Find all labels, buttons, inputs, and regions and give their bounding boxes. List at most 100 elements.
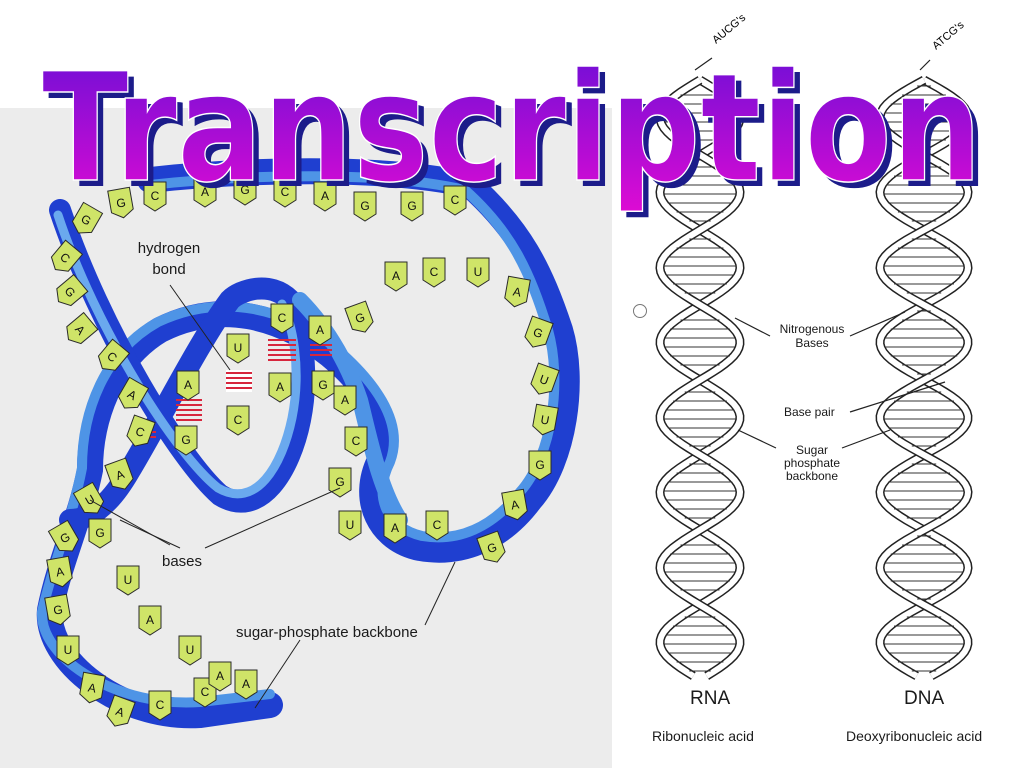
base-letter: G: [353, 310, 367, 326]
base-tag: A: [234, 669, 258, 700]
base-shape: [178, 635, 202, 666]
bases-label: bases: [162, 553, 203, 570]
base-shape: [234, 669, 258, 700]
base-letter: A: [510, 497, 520, 512]
base-shape: [344, 426, 368, 457]
base-tag: G: [311, 370, 335, 401]
base-tag: A: [333, 385, 357, 416]
title-group: Transcription Transcription: [41, 41, 988, 222]
base-letter: G: [52, 602, 64, 617]
rna-full-label: Ribonucleic acid: [652, 728, 754, 744]
hydrogen-label-line1: hydrogen: [137, 240, 201, 257]
base-shape: [107, 186, 134, 219]
base-letter: A: [146, 613, 154, 627]
base-shape: [333, 385, 357, 416]
base-tag: U: [532, 403, 559, 436]
base-tag: U: [530, 362, 560, 395]
base-shape: [425, 510, 449, 541]
base-tag: C: [143, 181, 167, 212]
base-shape: [117, 376, 150, 409]
base-letter: C: [281, 185, 290, 199]
base-letter: U: [540, 412, 551, 427]
base-tag: A: [504, 275, 531, 308]
base-shape: [50, 239, 84, 272]
base-letter: C: [156, 698, 165, 712]
base-tag: G: [400, 191, 424, 222]
base-shape: [270, 303, 294, 334]
base-shape: [208, 661, 232, 692]
base-letter: A: [391, 521, 399, 535]
nitrogenous-line2: Bases: [795, 336, 829, 350]
base-shape: [400, 191, 424, 222]
base-letter: G: [360, 199, 369, 213]
base-shape: [88, 518, 112, 549]
base-shape: [148, 690, 172, 721]
base-tag: U: [116, 565, 140, 596]
base-letter: A: [321, 189, 329, 203]
dna-label: DNA: [904, 688, 945, 709]
base-letter: A: [512, 284, 522, 299]
backbone-label: sugar-phosphate backbone: [236, 624, 418, 641]
base-letter: U: [186, 643, 195, 657]
base-letter: A: [392, 269, 400, 283]
base-shape: [71, 201, 104, 234]
base-tag: C: [148, 690, 172, 721]
base-letter: U: [474, 265, 483, 279]
base-shape: [344, 300, 374, 333]
base-tag: C: [443, 185, 467, 216]
base-tag: A: [117, 376, 150, 409]
base-shape: [193, 177, 217, 208]
base-tag: U: [226, 333, 250, 364]
base-tag: A: [46, 555, 73, 588]
base-letter: U: [346, 518, 355, 532]
base-letter: C: [430, 265, 439, 279]
base-tag: G: [107, 186, 134, 219]
helix-strand-b: [876, 77, 972, 679]
base-letter: C: [352, 434, 361, 448]
base-shape: [97, 338, 131, 371]
rna-label: RNA: [690, 688, 731, 709]
base-shape: [226, 405, 250, 436]
base-letter: C: [433, 518, 442, 532]
base-shape: [383, 513, 407, 544]
base-letter: G: [95, 526, 104, 540]
base-shape: [116, 565, 140, 596]
base-shape: [226, 333, 250, 364]
base-tag: C: [422, 257, 446, 288]
left-pointer-lines: [89, 284, 456, 709]
base-tag: G: [353, 191, 377, 222]
nitrogenous-label: Nitrogenous Bases: [770, 322, 854, 350]
base-tag: A: [66, 311, 99, 345]
base-tag: A: [104, 457, 134, 490]
base-shape: [476, 530, 506, 563]
base-shape: [44, 593, 71, 626]
base-shape: [328, 467, 352, 498]
base-letter: U: [124, 573, 133, 587]
base-tag: C: [425, 510, 449, 541]
base-tag: A: [176, 370, 200, 401]
base-letter: C: [451, 193, 460, 207]
helix-strand-b: [656, 77, 744, 679]
base-letter: U: [64, 643, 73, 657]
base-shape: [311, 370, 335, 401]
base-shape: [313, 181, 337, 212]
base-tag: A: [308, 315, 332, 346]
base-shape: [528, 450, 552, 481]
base-shape: [353, 191, 377, 222]
base-shape: [504, 275, 531, 308]
base-tag: A: [313, 181, 337, 212]
base-letter: A: [184, 378, 192, 392]
base-letter: C: [201, 685, 210, 699]
base-tag: A: [138, 605, 162, 636]
base-tag: G: [44, 593, 71, 626]
base-letter: A: [341, 393, 349, 407]
sugar-line3: backbone: [785, 469, 839, 483]
base-letter: G: [115, 195, 127, 210]
base-shape: [443, 185, 467, 216]
bullet-circle: [633, 304, 647, 318]
base-tag: U: [466, 257, 490, 288]
base-shape: [273, 177, 297, 208]
base-pair-label: Base pair: [784, 405, 835, 419]
base-shape: [66, 311, 99, 345]
